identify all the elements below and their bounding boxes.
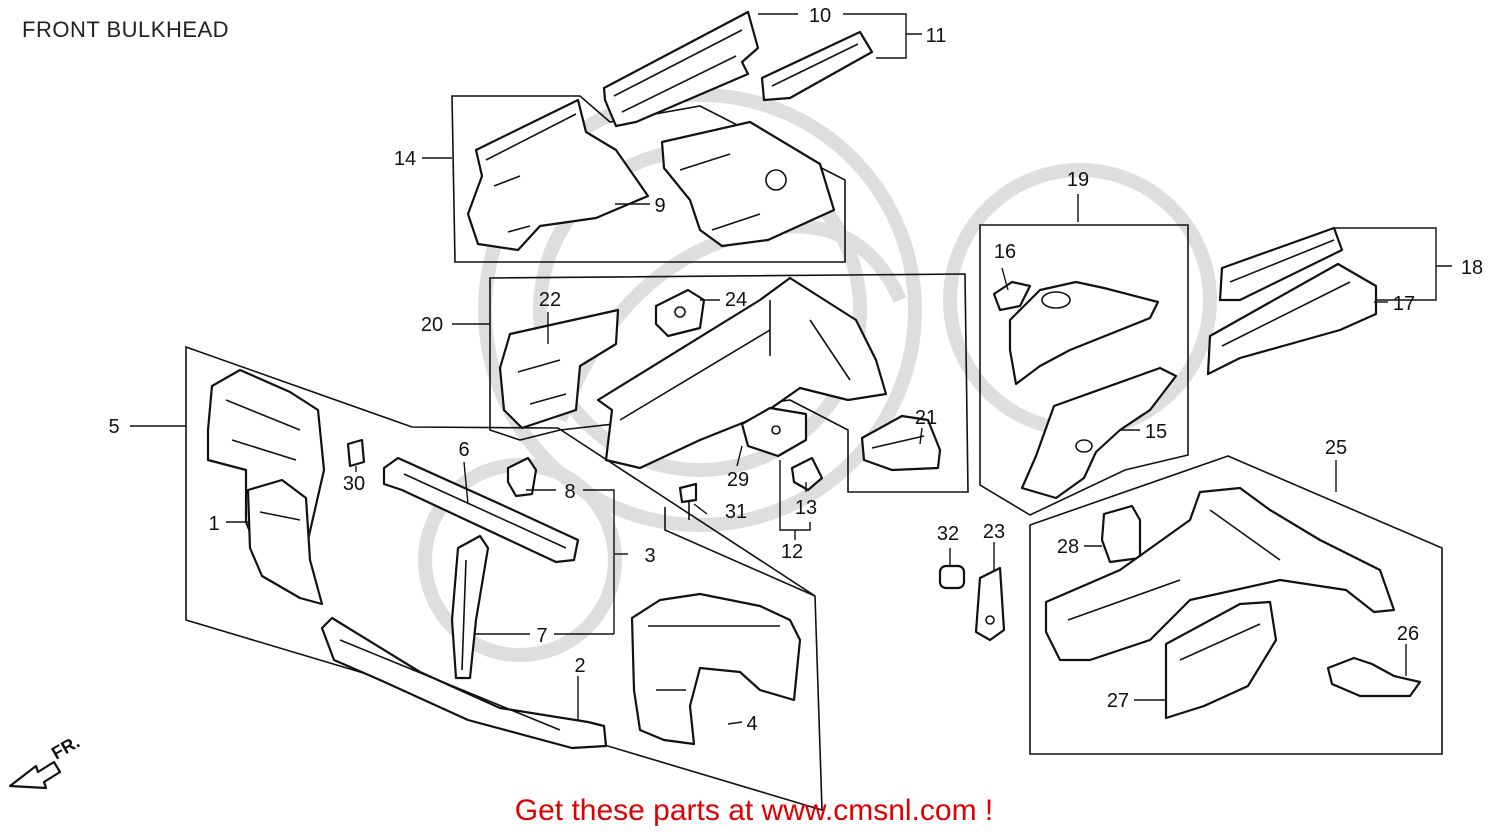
- part-27: [1164, 600, 1278, 720]
- part-18: [1218, 226, 1344, 302]
- part-label-29: 29: [727, 469, 749, 491]
- part-labels: 10 11 14 9 19 16 18 17 15 20 22 24 21 25…: [108, 5, 1483, 735]
- part-2: [320, 616, 608, 750]
- part-label-17: 17: [1393, 293, 1415, 315]
- part-label-15: 15: [1145, 421, 1167, 443]
- frame-link-12: [664, 507, 816, 597]
- part-7: [450, 534, 490, 680]
- part-label-8: 8: [564, 481, 575, 503]
- part-13: [790, 456, 824, 492]
- part-29: [740, 406, 808, 458]
- part-11: [760, 30, 874, 102]
- part-14: [466, 98, 650, 252]
- part-16: [992, 280, 1032, 312]
- part-8: [506, 456, 538, 498]
- front-direction-label: FR.: [48, 732, 83, 764]
- part-label-32: 32: [937, 523, 959, 545]
- part-19: [1008, 280, 1160, 386]
- part-24: [654, 288, 706, 338]
- part-9: [660, 120, 836, 248]
- part-28: [1100, 504, 1142, 564]
- part-label-23: 23: [983, 521, 1005, 543]
- part-1: [246, 478, 324, 606]
- frame-group-19: [979, 224, 1189, 516]
- part-25: [1044, 486, 1396, 662]
- part-17: [1206, 262, 1378, 376]
- front-direction-arrow: FR.: [8, 732, 83, 790]
- part-label-19: 19: [1067, 169, 1089, 191]
- part-label-24: 24: [725, 289, 747, 311]
- part-label-12: 12: [781, 541, 803, 563]
- leader-lines: [130, 13, 1452, 725]
- part-label-21: 21: [915, 407, 937, 429]
- group-frames: [185, 95, 1443, 812]
- part-23: [974, 566, 1006, 642]
- part-32: [938, 564, 966, 590]
- part-label-10: 10: [809, 5, 831, 27]
- part-label-28: 28: [1057, 536, 1079, 558]
- part-6: [382, 456, 580, 564]
- part-10: [602, 10, 760, 128]
- part-label-20: 20: [421, 314, 443, 336]
- part-label-16: 16: [994, 241, 1016, 263]
- part-label-2: 2: [574, 655, 585, 677]
- part-label-31: 31: [725, 501, 747, 523]
- part-label-5: 5: [108, 416, 119, 438]
- part-label-27: 27: [1107, 690, 1129, 712]
- part-label-18: 18: [1461, 257, 1483, 279]
- frame-group-25: [1029, 455, 1443, 755]
- part-31: [678, 482, 698, 520]
- part-label-6: 6: [458, 439, 469, 461]
- part-label-13: 13: [795, 497, 817, 519]
- part-20: [596, 276, 888, 470]
- part-15: [1020, 366, 1178, 500]
- part-label-25: 25: [1325, 437, 1347, 459]
- part-label-14: 14: [394, 148, 416, 170]
- part-26: [1326, 656, 1422, 698]
- part-22: [498, 308, 620, 430]
- part-4: [630, 592, 802, 746]
- part-30: [346, 438, 366, 468]
- part-label-7: 7: [536, 625, 547, 647]
- promo-link-text[interactable]: Get these parts at www.cmsnl.com !: [515, 794, 994, 827]
- frame-group-20: [489, 273, 969, 493]
- part-21: [860, 414, 942, 472]
- part-label-3: 3: [644, 545, 655, 567]
- part-label-4: 4: [746, 713, 757, 735]
- part-label-11: 11: [926, 25, 947, 47]
- part-label-26: 26: [1397, 623, 1419, 645]
- part-label-1: 1: [208, 513, 219, 535]
- part-label-22: 22: [539, 289, 561, 311]
- page-title: FRONT BULKHEAD: [22, 17, 229, 42]
- part-label-9: 9: [654, 195, 665, 217]
- part-label-30: 30: [343, 473, 365, 495]
